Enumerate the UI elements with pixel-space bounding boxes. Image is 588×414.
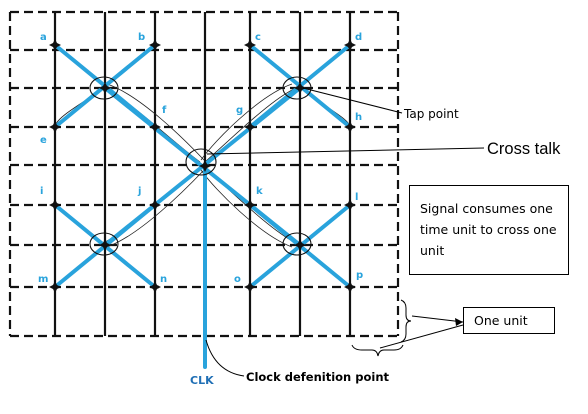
junction-ellipse xyxy=(89,232,119,256)
node-marker xyxy=(294,239,306,251)
node-marker xyxy=(294,82,306,94)
node-marker xyxy=(344,121,356,133)
annotation-leaders xyxy=(205,87,485,377)
node-marker xyxy=(99,239,111,251)
connection-curve xyxy=(200,83,293,161)
node-marker xyxy=(149,199,161,211)
node-marker xyxy=(199,160,211,172)
one-unit-leader-top xyxy=(411,315,464,323)
node-label-m: m xyxy=(38,274,48,285)
node-marker xyxy=(149,281,161,293)
one-unit-arrowhead xyxy=(455,318,463,326)
junction-ellipse xyxy=(282,232,312,256)
horizontal-dashed-grid xyxy=(8,10,400,338)
cross-talk-label: Cross talk xyxy=(487,140,561,158)
node-label-d: d xyxy=(355,32,362,43)
connection-curve xyxy=(200,169,293,248)
node-marker xyxy=(149,39,161,51)
node-marker xyxy=(49,39,61,51)
node-label-c: c xyxy=(255,32,261,43)
one-unit-box: One unit xyxy=(463,307,555,334)
junction-ellipse xyxy=(89,76,119,100)
one-unit-leader-bottom xyxy=(379,324,464,349)
node-label-n: n xyxy=(160,274,167,285)
tap-point-label: Tap point xyxy=(403,107,459,121)
node-marker xyxy=(99,82,111,94)
unit-brace xyxy=(400,299,412,343)
node-marker xyxy=(244,121,256,133)
node-marker xyxy=(244,39,256,51)
node-marker xyxy=(49,121,61,133)
clock-definition-label: Clock defenition point xyxy=(246,370,390,384)
node-marker xyxy=(344,199,356,211)
node-marker xyxy=(344,39,356,51)
node-label-j: j xyxy=(137,186,141,197)
junction-ellipse xyxy=(185,148,217,176)
node-marker xyxy=(344,281,356,293)
note-line: time unit to cross one xyxy=(420,222,557,237)
node-label-e: e xyxy=(40,135,47,146)
node-marker xyxy=(49,199,61,211)
node-marker xyxy=(149,121,161,133)
node-label-b: b xyxy=(138,32,145,43)
node-label-k: k xyxy=(256,186,263,197)
node-label-i: i xyxy=(40,186,43,197)
note-line: unit xyxy=(420,243,445,258)
unit-brace-bottom xyxy=(351,344,404,357)
node-label-o: o xyxy=(234,274,241,285)
node-labels: a b c d e f g h i j k l m n o p xyxy=(38,32,363,285)
note-line: Signal consumes one xyxy=(420,201,553,216)
node-markers xyxy=(49,39,356,293)
one-unit-label: One unit xyxy=(474,313,528,328)
connection-curve xyxy=(106,169,205,248)
node-label-f: f xyxy=(162,105,167,116)
clk-label: CLK xyxy=(190,374,214,387)
junction-ellipses xyxy=(89,76,312,256)
node-label-g: g xyxy=(236,105,243,116)
node-label-a: a xyxy=(40,32,47,43)
tap-point-leader xyxy=(302,87,403,114)
node-label-l: l xyxy=(355,192,358,203)
clock-definition-leader xyxy=(205,339,245,377)
cross-talk-leader xyxy=(206,147,485,155)
node-marker xyxy=(49,281,61,293)
junction-ellipse xyxy=(282,76,312,100)
node-label-p: p xyxy=(356,270,363,281)
timing-note-box: Signal consumes one time unit to cross o… xyxy=(409,185,569,275)
node-marker xyxy=(244,199,256,211)
node-label-h: h xyxy=(355,112,362,123)
node-marker xyxy=(244,281,256,293)
